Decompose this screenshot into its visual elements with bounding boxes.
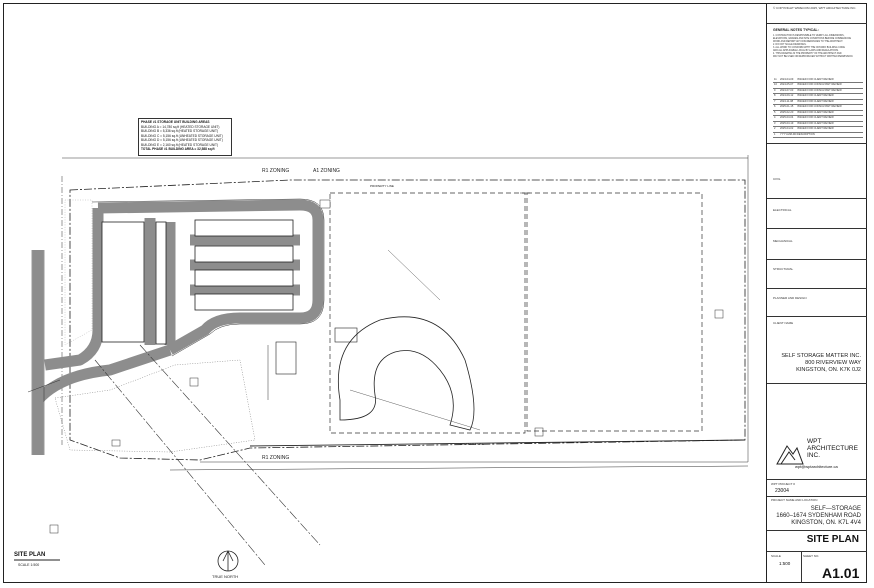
- sheet-number-label: SHEET NO.: [803, 554, 820, 558]
- sheet-title: SITE PLAN: [806, 534, 859, 545]
- client-name-label: CLIENT NAME: [773, 321, 794, 325]
- project-name: SELF—STORAGE: [810, 506, 861, 512]
- project-address-2: KINGSTON, ON. K7L 4V4: [791, 520, 861, 526]
- property-line-label-bottom: PROPERTY LINE: [460, 442, 484, 446]
- project-name-label: PROJECT NAME AND LOCATION: [771, 498, 818, 502]
- architect-email: wpt@wptarchitecture.ca: [795, 464, 838, 469]
- project-address-1: 1660–1674 SYDENHAM ROAD: [776, 513, 861, 519]
- property-line-label-top: PROPERTY LINE: [370, 184, 394, 188]
- area-table-title: PHASE #1 STORAGE UNIT BUILDING AREAS: [141, 120, 210, 124]
- driveway: [32, 199, 324, 455]
- consultant-civil-label: CIVIL: [773, 177, 781, 181]
- area-table: PHASE #1 STORAGE UNIT BUILDING AREAS BUI…: [138, 118, 232, 156]
- consultant-mechanical-label: MECHANICAL: [773, 239, 793, 243]
- zone-label-r1-bottom: R1 ZONING: [262, 455, 290, 461]
- north-arrow-label: TRUE NORTH: [212, 574, 239, 579]
- client-name: SELF STORAGE MATTER INC.: [781, 353, 861, 359]
- zone-label-a1: A1 ZONING: [313, 168, 340, 174]
- consultant-planner-label: PLANNER AND DESIGN: [773, 296, 807, 300]
- area-table-row: BUILDING E = 2,160 sq.ft (HEATED STORAGE…: [141, 142, 219, 147]
- general-notes-line: WORK AND REPORT ANY DISCREPANCIES TO THE…: [773, 41, 844, 43]
- consultant-electrical-label: ELECTRICAL: [773, 208, 792, 212]
- storage-buildings: [101, 219, 294, 345]
- zone-label-r1-top: R1 ZONING: [262, 168, 290, 174]
- consultant-structural-label: STRUCTURAL: [773, 267, 794, 271]
- area-table-total: TOTAL PHASE #1 BUILDING AREA = 32,588 sq…: [141, 147, 215, 151]
- general-notes-line: 1. CONTRACTOR IS RESPONSIBLE TO VERIFY A…: [773, 35, 845, 37]
- title-block: © COPYRIGHT WIRECOM 2025, WPT ARCHITECTU…: [766, 3, 867, 583]
- area-table-row: BUILDING C = 5,156 sq.ft (UNHEATED STORA…: [141, 133, 223, 138]
- area-table-row: BUILDING A = 14,780 sq.ft (HEATED STORAG…: [141, 124, 220, 129]
- sheet-number: A1.01: [822, 565, 860, 581]
- general-notes-title: GENERAL NOTES TYPICAL:: [773, 28, 819, 32]
- drawing-title: SITE PLAN: [14, 552, 46, 558]
- copyright-note: © COPYRIGHT WIRECOM 2025, WPT ARCHITECTU…: [773, 6, 857, 10]
- project-number-label: WPT PROJECT #: [771, 482, 795, 486]
- site-plan-drawing: [14, 155, 749, 572]
- area-table-row: BUILDING B = 5,336 sq.ft (HEATED STORAGE…: [141, 129, 219, 133]
- area-table-row: BUILDING D = 5,156 sq.ft (UNHEATED STORA…: [141, 138, 223, 142]
- general-notes-line: MAY NOT BE USED OR REPRODUCED WITHOUT WR…: [773, 56, 854, 58]
- architect-name-2: ARCHITECTURE: [807, 445, 858, 452]
- general-notes-line: 3. ALL WORK TO CONFORM WITH THE ONTARIO …: [773, 47, 845, 49]
- project-number: 23004: [775, 488, 789, 494]
- sheet-scale: 1:500: [779, 561, 791, 566]
- scale-label: SCALE: [771, 554, 781, 558]
- general-notes-line: ELEVATIONS, GRADES AND SITE CONDITIONS B…: [773, 38, 852, 40]
- drawing-scale: SCALE 1:500: [18, 563, 40, 567]
- architect-logo-icon: [776, 445, 804, 465]
- client-address-1: 800 RIVERVIEW WAY: [805, 360, 861, 366]
- general-notes-line: AND ALL APPLICABLE LOCAL BY-LAWS AND REG…: [773, 50, 839, 52]
- client-address-2: KINGSTON, ON. K7K 0J2: [796, 367, 861, 373]
- general-notes-line: 2. DO NOT SCALE DRAWINGS.: [773, 44, 807, 46]
- north-arrow-icon: [217, 550, 239, 572]
- general-notes-line: 4. THIS DRAWING IS THE PROPERTY OF THE A…: [773, 53, 842, 55]
- sheet-border: [3, 3, 867, 583]
- architect-name-1: WPT: [807, 438, 822, 445]
- architect-name-3: INC.: [807, 452, 820, 459]
